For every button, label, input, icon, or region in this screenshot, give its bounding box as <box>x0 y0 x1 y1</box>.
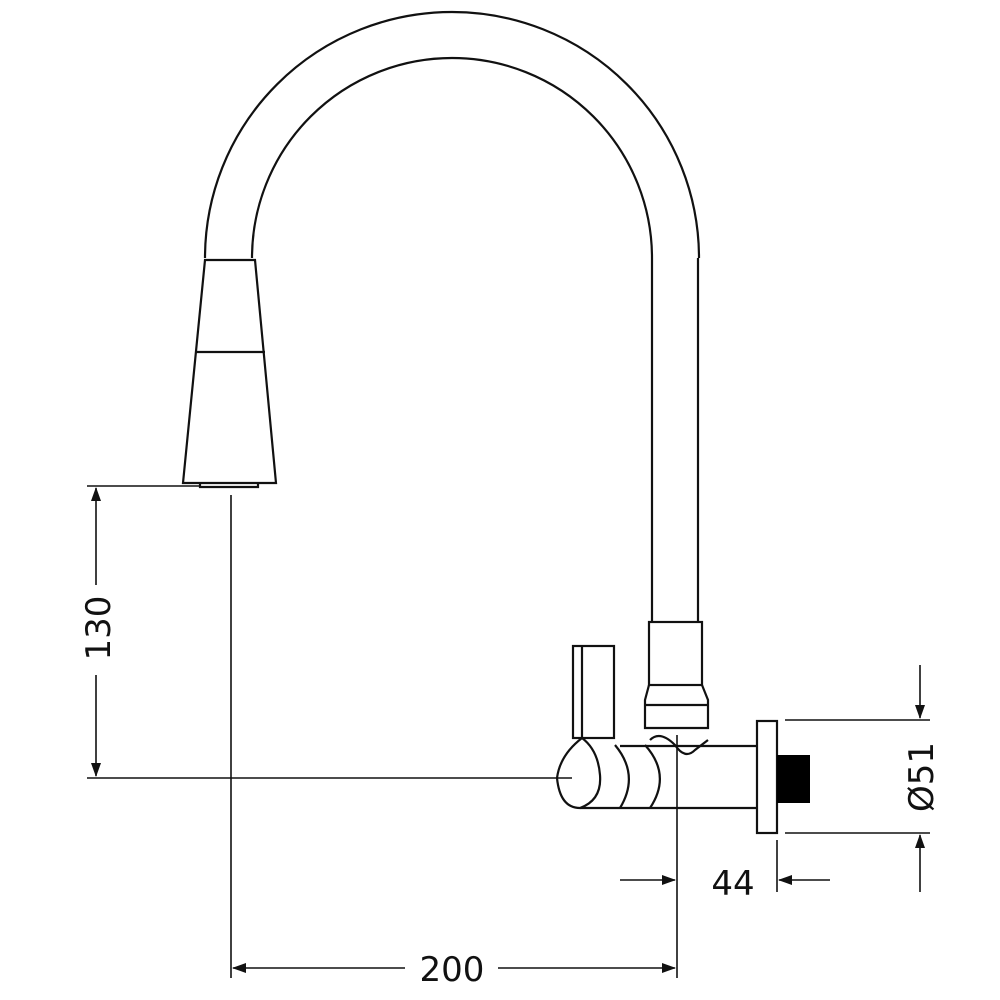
dimension-200: 200 <box>420 950 485 990</box>
wall-flange <box>755 719 810 835</box>
spray-head <box>181 258 278 489</box>
dimension-lines <box>87 485 930 978</box>
lever-handle[interactable] <box>555 644 616 810</box>
dimension-130: 130 <box>79 596 119 661</box>
vertical-pipe <box>643 258 710 756</box>
thread-connector <box>777 755 810 803</box>
valve-body <box>580 744 757 810</box>
dimension-diameter-51: Ø51 <box>902 742 942 812</box>
dimension-44: 44 <box>711 864 754 904</box>
spout-arc <box>203 10 701 259</box>
